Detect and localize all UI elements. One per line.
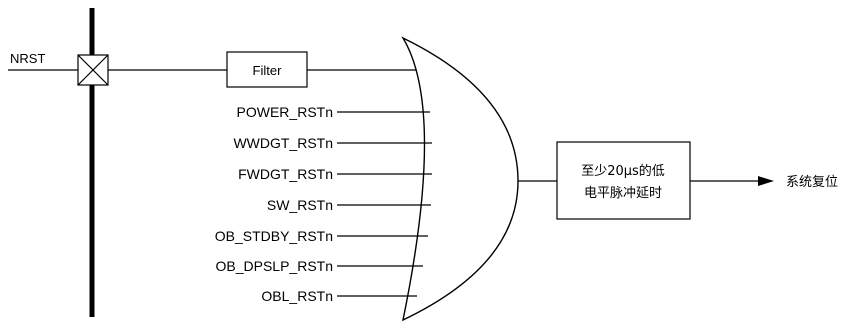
- arrow-right-icon: [758, 176, 774, 186]
- delay-box: [556, 141, 691, 220]
- delay-label-line2: 电平脉冲延时: [584, 186, 662, 201]
- filter-label: Filter: [253, 63, 283, 78]
- filter-box: [226, 51, 308, 88]
- or-gate: [401, 36, 519, 322]
- pad-icon: [77, 54, 109, 86]
- signal-label-obl-rstn: OBL_RSTn: [261, 288, 333, 304]
- signal-label-wwdgt-rstn: WWDGT_RSTn: [233, 135, 333, 151]
- nrst-label: NRST: [10, 51, 45, 66]
- delay-label-line1: 至少20μs的低: [581, 163, 665, 179]
- signal-label-ob-stdby-rstn: OB_STDBY_RSTn: [215, 228, 333, 244]
- signal-label-power-rstn: POWER_RSTn: [237, 104, 333, 120]
- output-label: 系统复位: [786, 175, 838, 190]
- signal-label-sw-rstn: SW_RSTn: [267, 197, 333, 213]
- signal-label-fwdgt-rstn: FWDGT_RSTn: [238, 166, 333, 182]
- signal-label-ob-dpslp-rstn: OB_DPSLP_RSTn: [216, 258, 334, 274]
- signal-inputs: POWER_RSTn WWDGT_RSTn FWDGT_RSTn SW_RSTn…: [215, 104, 432, 304]
